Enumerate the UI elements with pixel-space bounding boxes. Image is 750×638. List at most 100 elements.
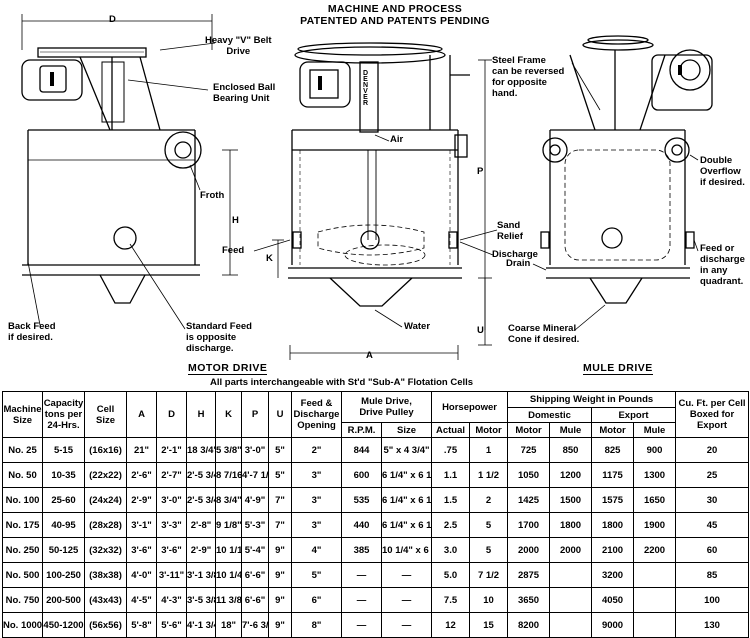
table-cell: 4'-9" [241, 487, 269, 513]
th-K: K [215, 391, 242, 438]
table-cell: 3'-3" [156, 512, 187, 538]
table-cell: No. 500 [2, 562, 43, 588]
table-cell: 5'-6" [156, 612, 187, 638]
table-cell [549, 562, 593, 588]
table-cell: 5" x 4 3/4" [380, 437, 433, 463]
table-cell: 844 [341, 437, 382, 463]
table-cell: 18" [215, 612, 242, 638]
table-cell: 6 1/4" x 6 1/2" [380, 512, 433, 538]
table-cell: — [341, 612, 382, 638]
table-cell: (56x56) [84, 612, 127, 638]
table-note: All parts interchangeable with St'd "Sub… [210, 377, 474, 388]
machine-drawings [21, 14, 713, 360]
table-cell: 2'-9" [186, 537, 216, 563]
table-cell: 2'-8" [186, 512, 216, 538]
dim-U: U [477, 325, 484, 336]
mule-drive-drawing [540, 35, 713, 304]
table-cell: 4'-1 3/4" [186, 612, 216, 638]
table-cell: 2" [291, 437, 342, 463]
table-cell [549, 587, 593, 613]
table-cell: 2.5 [431, 512, 471, 538]
table-cell: 9" [268, 562, 292, 588]
label-water: Water [404, 321, 431, 332]
th-P: P [241, 391, 269, 438]
table-cell: 2 [469, 487, 509, 513]
table-cell: 1 1/2 [469, 462, 509, 488]
table-cell: 1300 [633, 462, 677, 488]
table-cell: 600 [341, 462, 382, 488]
table-cell: 4050 [591, 587, 635, 613]
table-cell: 5 3/8" [215, 437, 242, 463]
table-cell: No. 100 [2, 487, 43, 513]
th-U: U [268, 391, 292, 438]
table-cell: 3'-0" [156, 487, 187, 513]
table-cell: 1 [469, 437, 509, 463]
table-cell: 9" [268, 612, 292, 638]
table-cell: 5" [291, 562, 342, 588]
table-cell [633, 562, 677, 588]
table-cell: 20 [675, 437, 750, 463]
table-cell: 1.5 [431, 487, 471, 513]
table-cell: 1200 [549, 462, 593, 488]
table-cell: 30 [675, 487, 750, 513]
table-cell: 3'-11" [156, 562, 187, 588]
table-cell: 10 1/4" [215, 562, 242, 588]
table-cell: 9 1/8" [215, 512, 242, 538]
table-cell: 1500 [549, 487, 593, 513]
table-cell: .75 [431, 437, 471, 463]
th-shipping: Shipping Weight in Pounds [507, 391, 677, 408]
table-cell: 10 1/16" [215, 537, 242, 563]
leader-lines [27, 42, 699, 331]
table-cell: 3.0 [431, 537, 471, 563]
table-cell: 8" [291, 612, 342, 638]
table-cell: 5-15 [42, 437, 85, 463]
motor-drive-drawing [21, 14, 238, 304]
table-cell: 40-95 [42, 512, 85, 538]
table-cell: 7" [268, 487, 292, 513]
table-cell: (38x38) [84, 562, 127, 588]
header-line-2: PATENTED AND PATENTS PENDING [300, 15, 490, 27]
label-drain: Drain [506, 258, 531, 269]
table-cell: — [380, 587, 433, 613]
table-cell: 100-250 [42, 562, 85, 588]
table-cell: 7 1/2 [469, 562, 509, 588]
table-cell: 440 [341, 512, 382, 538]
table-cell: 3'-1 3/8" [186, 562, 216, 588]
table-cell: 1175 [591, 462, 635, 488]
table-cell: (24x24) [84, 487, 127, 513]
drawing-hatching [50, 65, 682, 90]
table-cell: 1050 [507, 462, 551, 488]
dim-P: P [477, 166, 484, 177]
table-cell: 8 7/16" [215, 462, 242, 488]
table-cell: 50-125 [42, 537, 85, 563]
table-cell: 200-500 [42, 587, 85, 613]
th-horsepower: Horsepower [431, 391, 509, 423]
table-cell: 9" [268, 537, 292, 563]
table-cell: 385 [341, 537, 382, 563]
table-cell: 85 [675, 562, 750, 588]
table-cell: 3'-5 3/8" [186, 587, 216, 613]
table-cell: 12 [431, 612, 471, 638]
denver-logo: DENVER [362, 70, 369, 106]
table-cell: 3'-1" [126, 512, 157, 538]
table-cell: 3'-6" [156, 537, 187, 563]
table-cell: 3" [291, 462, 342, 488]
table-cell: — [380, 612, 433, 638]
table-cell: No. 750 [2, 587, 43, 613]
th-A: A [126, 391, 157, 438]
table-cell: 6 1/4" x 6 1/2" [380, 462, 433, 488]
table-cell: 1575 [591, 487, 635, 513]
table-cell: 725 [507, 437, 551, 463]
table-cell: 7'-6 3/4" [241, 612, 269, 638]
caption-motor-drive: MOTOR DRIVE [188, 362, 268, 375]
